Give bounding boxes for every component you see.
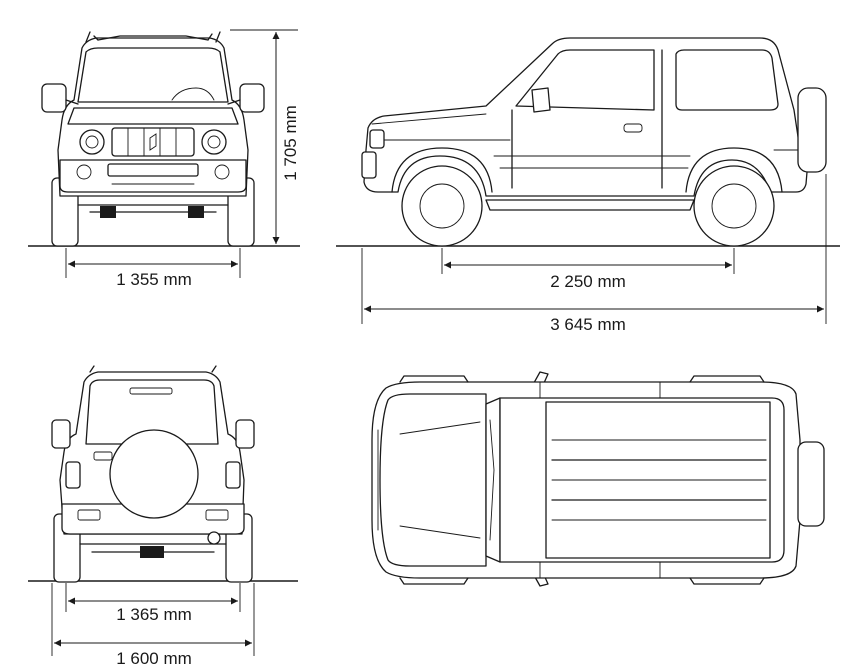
rear-bumper <box>61 503 245 535</box>
front-left-mirror <box>41 83 67 113</box>
front-hood <box>67 107 239 125</box>
rear-window <box>85 379 219 445</box>
running-board <box>485 199 695 211</box>
side-moulding <box>493 155 691 169</box>
front-right-mirror <box>239 83 265 113</box>
front-roof-rails <box>85 31 221 43</box>
rear-track-dimension: 1 365 mm <box>65 583 241 624</box>
side-rear-window <box>675 49 779 111</box>
side-rear-wheel <box>693 165 775 247</box>
side-mirror <box>531 87 551 113</box>
side-hood-lines <box>371 113 511 141</box>
front-left-mirror-arm <box>65 99 79 105</box>
roof-rails-center <box>551 459 767 501</box>
rear-door-handle <box>93 451 113 461</box>
side-view <box>336 37 840 247</box>
front-left-headlight <box>79 129 105 155</box>
front-right-headlight-inner <box>207 135 221 149</box>
top-front-flares <box>399 375 469 585</box>
top-hood <box>379 393 487 567</box>
side-door-lines <box>511 49 663 189</box>
front-air-intake <box>107 163 199 177</box>
hood-creases <box>399 421 481 539</box>
top-door-edges <box>539 381 661 579</box>
tow-hook <box>207 531 221 545</box>
rear-brake-light <box>129 387 173 395</box>
top-spare-tire <box>797 441 825 527</box>
front-right-mirror-arm <box>227 99 241 105</box>
steering-wheel <box>171 87 215 101</box>
front-windshield <box>77 47 229 103</box>
front-grille <box>111 127 195 157</box>
side-front-rim <box>419 183 465 229</box>
front-track-dimension: 1 355 mm <box>65 248 241 289</box>
rear-track-label: 1 365 mm <box>116 605 192 624</box>
wheelbase-dimension: 2 250 mm <box>441 248 735 291</box>
side-headlight <box>369 129 385 149</box>
front-wheel-arch <box>391 147 493 193</box>
height-dimension: 1 705 mm <box>230 29 300 244</box>
front-roof-line <box>97 35 209 41</box>
top-view <box>371 371 825 587</box>
wiper <box>489 419 495 541</box>
front-diff <box>100 206 116 218</box>
side-front-bumper <box>361 151 377 179</box>
front-right-foglight <box>214 164 230 180</box>
side-front-wheel <box>401 165 483 247</box>
rear-right-mirror <box>235 419 255 449</box>
front-left-foglight <box>76 164 92 180</box>
front-view <box>28 31 300 247</box>
length-label: 3 645 mm <box>550 315 626 334</box>
front-right-headlight <box>201 129 227 155</box>
top-rear-flares <box>689 375 765 585</box>
rear-spare-tire <box>109 429 199 519</box>
front-diff-right <box>188 206 204 218</box>
side-spare-tire <box>797 87 827 173</box>
rear-left-reflector <box>77 509 101 521</box>
side-front-window <box>515 49 655 111</box>
grille-slats <box>127 127 177 157</box>
rear-right-reflector <box>205 509 229 521</box>
width-dimension: 1 600 mm <box>51 583 255 668</box>
rear-left-mirror <box>51 419 71 449</box>
rear-wheel-arch <box>685 147 783 193</box>
height-label: 1 705 mm <box>281 105 300 181</box>
rear-diff <box>140 546 164 558</box>
front-left-headlight-inner <box>85 135 99 149</box>
rear-right-taillight <box>225 461 241 489</box>
side-rear-rim <box>711 183 757 229</box>
length-dimension: 3 645 mm <box>361 174 827 334</box>
roof-ribs <box>551 439 767 521</box>
width-label: 1 600 mm <box>116 649 192 668</box>
brand-logo <box>149 133 157 151</box>
rear-view <box>28 365 298 583</box>
front-track-label: 1 355 mm <box>116 270 192 289</box>
rear-roof-rails <box>89 365 217 373</box>
door-handle <box>623 123 643 133</box>
wheelbase-label: 2 250 mm <box>550 272 626 291</box>
rear-left-taillight <box>65 461 81 489</box>
